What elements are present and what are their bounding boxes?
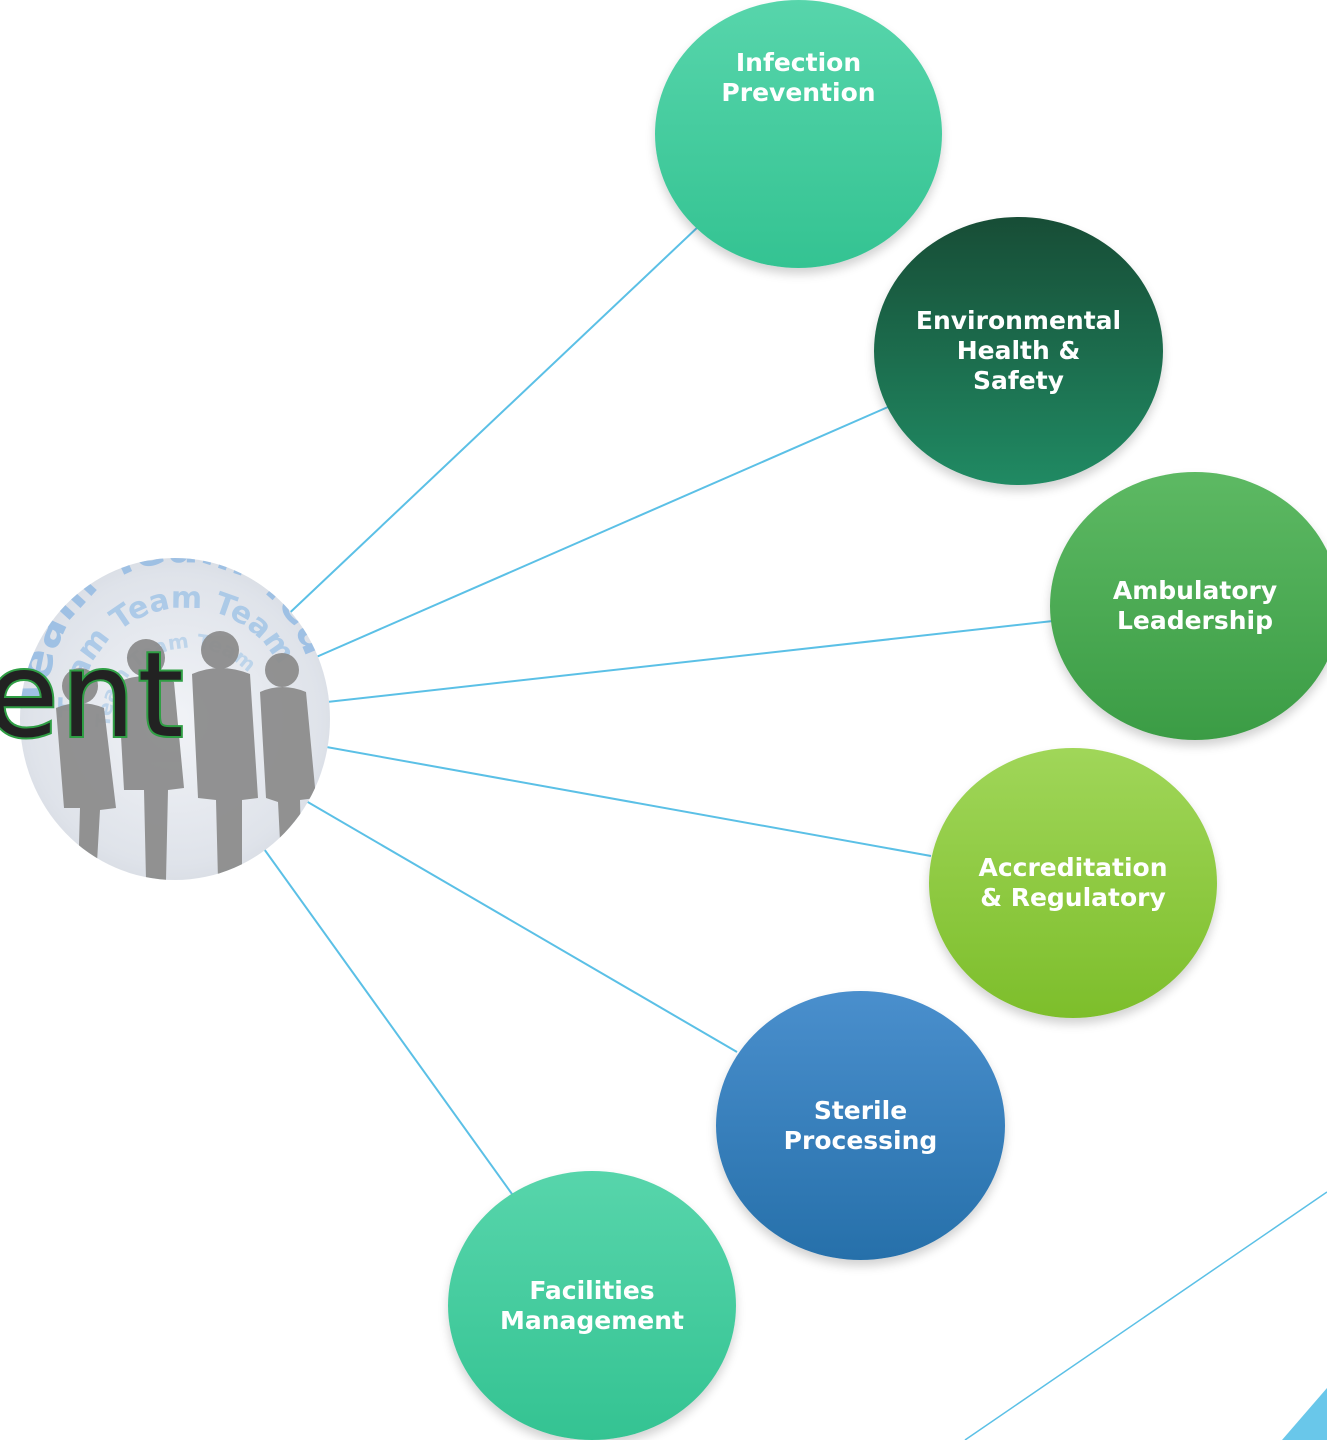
connector-accreditation-regulatory [281,738,932,857]
connector-infection-prevention [279,224,701,623]
title-fragment: ent [0,626,186,764]
node-label: Accreditation & Regulatory [978,853,1168,912]
decorative-accent-line [964,1191,1327,1440]
node-sterile-processing: Sterile Processing [716,991,1005,1260]
connector-facilities-management [253,834,513,1195]
node-label: Infection Prevention [721,48,876,107]
corner-accent-triangle [1282,1388,1327,1440]
node-label: Ambulatory Leadership [1112,576,1278,635]
node-label: Facilities Management [499,1275,685,1335]
connector-environmental-health-safety [281,406,889,673]
node-label: Sterile Processing [783,1095,938,1155]
node-facilities-management: Facilities Management [448,1171,736,1440]
node-accreditation-regulatory: Accreditation & Regulatory [929,748,1217,1018]
node-label: Environmental Health & Safety [915,306,1122,395]
connector-ambulatory-leadership [281,620,1054,708]
node-infection-prevention: Infection Prevention [655,0,942,268]
node-environmental-health-safety: Environmental Health & Safety [874,217,1163,485]
node-ambulatory-leadership: Ambulatory Leadership [1050,472,1327,740]
connector-sterile-processing [281,786,738,1053]
people-silhouettes [56,631,316,880]
